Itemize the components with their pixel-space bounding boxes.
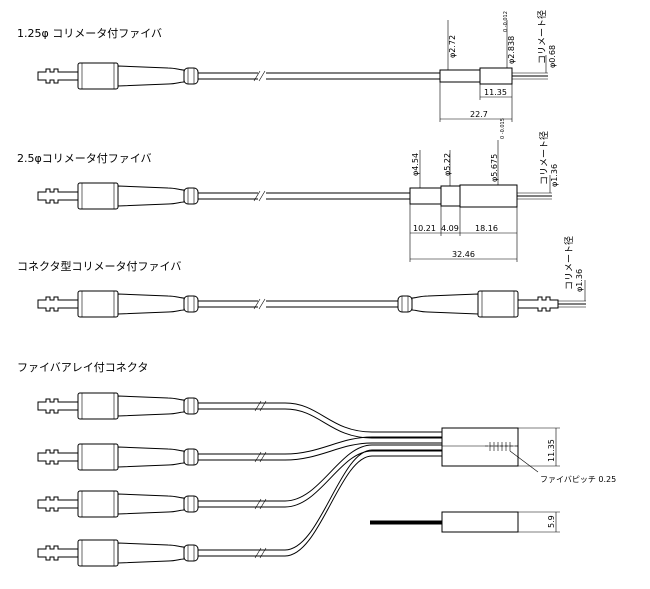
dim-5-9: 5.9 [547, 515, 556, 528]
dim-4-09: 4.09 [441, 224, 459, 233]
dim-phi-5-675-tolerance: 0 -0.015 [500, 118, 506, 139]
connector-plug [37, 62, 199, 90]
lens-holder [479, 67, 513, 85]
section3-title: コネクタ型コリメータ付ファイバ [17, 259, 181, 273]
dim-phi-2-72: φ2.72 [448, 35, 457, 58]
section4-title: ファイバアレイ付コネクタ [17, 361, 148, 374]
dim-11-35: 11.35 [547, 439, 556, 462]
collimator-body [439, 69, 481, 83]
dim-phi-2-838: φ2.838 [507, 36, 516, 64]
section1-title: 1.25φ コリメータ付ファイバ [17, 27, 162, 40]
fiber-array-block [441, 427, 519, 467]
dim-32-46: 32.46 [452, 250, 475, 259]
connector-plug-left [37, 290, 199, 318]
connector-plug [37, 182, 199, 210]
label-collimator-diameter: コリメート径 [536, 10, 548, 64]
dim-phi-5-675: φ5.675 [490, 154, 499, 182]
dim-phi-5-22: φ5.22 [443, 153, 452, 176]
fiber-pitch-marks [489, 442, 511, 451]
dim-10-21: 10.21 [413, 224, 436, 233]
connector-plug-2 [37, 443, 199, 471]
connector-plug-4 [37, 539, 199, 567]
connector-plug-3 [37, 490, 199, 518]
dim-11-35: 11.35 [484, 88, 507, 97]
label-fiber-pitch: ファイバピッチ 0.25 [540, 475, 616, 484]
connector-collimator-right [397, 290, 559, 318]
lens-holder [459, 184, 518, 208]
dim-22-7: 22.7 [470, 110, 488, 119]
section2-title: 2.5φコリメータ付ファイバ [17, 152, 152, 165]
dim-phi-2-838-tolerance: 0 -0.012 [503, 11, 509, 32]
collimator-sleeve [440, 185, 461, 207]
collimator-body [409, 187, 442, 205]
dim-phi-1-36: φ1.36 [575, 269, 584, 292]
label-collimator-diameter: コリメート径 [563, 236, 575, 290]
dim-18-16: 18.16 [475, 224, 498, 233]
connector-plug-1 [37, 392, 199, 420]
dim-phi-0-68: φ0.68 [548, 45, 557, 68]
dim-phi-4-54: φ4.54 [411, 153, 420, 176]
label-collimator-diameter: コリメート径 [538, 131, 550, 185]
dim-phi-1-36: φ1.36 [550, 164, 559, 187]
fiber-array-side-view [441, 511, 519, 533]
